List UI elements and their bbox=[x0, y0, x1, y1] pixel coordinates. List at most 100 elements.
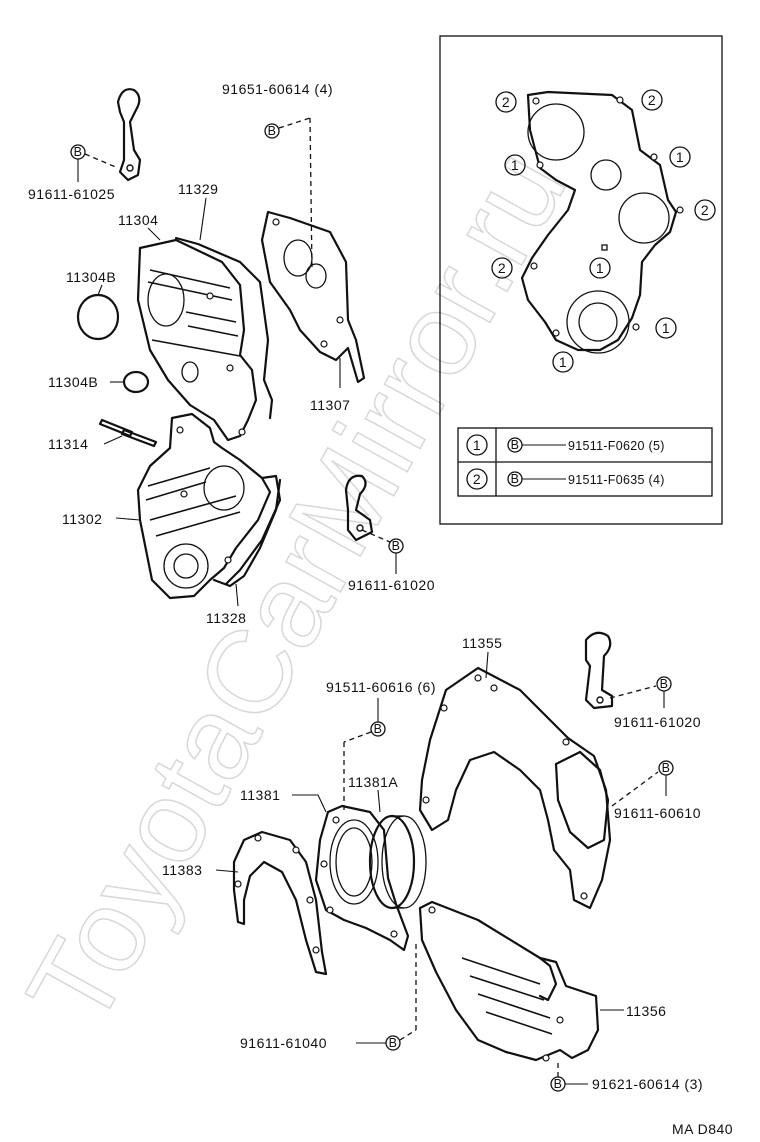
bolt-91651-60614: B bbox=[264, 117, 313, 271]
gasket-11383 bbox=[232, 830, 328, 976]
svg-text:2: 2 bbox=[701, 202, 709, 218]
label-11307: 11307 bbox=[310, 397, 350, 413]
bracket-hook-upper-hole bbox=[126, 164, 134, 172]
lower-timing-cover-11302 bbox=[136, 412, 282, 600]
svg-text:2: 2 bbox=[498, 260, 506, 276]
label-11304b-mid: 11304B bbox=[48, 374, 98, 390]
svg-text:1: 1 bbox=[559, 354, 567, 370]
oil-seal-11381a bbox=[368, 814, 427, 910]
svg-text:B: B bbox=[554, 1077, 563, 1091]
svg-text:91511-F0620 (5): 91511-F0620 (5) bbox=[568, 439, 665, 453]
label-11302: 11302 bbox=[62, 511, 102, 527]
svg-text:91511-F0635 (4): 91511-F0635 (4) bbox=[568, 473, 665, 487]
svg-text:B: B bbox=[662, 761, 671, 775]
bolt-91611-61020-right: B bbox=[609, 676, 672, 708]
bracket-hook-mid bbox=[344, 474, 374, 542]
label-11328: 11328 bbox=[206, 610, 246, 626]
inset-hole-4 bbox=[566, 290, 630, 354]
bolt-91621-60614: B bbox=[550, 1060, 588, 1092]
inset-hole-2 bbox=[590, 159, 622, 191]
lead-11328 bbox=[235, 583, 239, 607]
svg-text:1: 1 bbox=[511, 157, 519, 173]
legend-row-2: 2 B 91511-F0635 (4) bbox=[466, 468, 665, 490]
svg-text:1: 1 bbox=[473, 437, 481, 453]
label-11304b-upper: 11304B bbox=[66, 269, 116, 285]
diagram-code: MA D840 bbox=[672, 1121, 733, 1137]
bolt-91611-61040: B bbox=[356, 940, 417, 1051]
inset-cover-outline bbox=[520, 90, 678, 352]
upper-timing-cover bbox=[136, 236, 274, 442]
bracket-hook-upper bbox=[116, 88, 142, 182]
marker-one-b: 1 bbox=[669, 146, 691, 168]
svg-text:2: 2 bbox=[648, 92, 656, 108]
label-11356: 11356 bbox=[626, 1003, 666, 1019]
oil-seal-retainer-11381 bbox=[314, 804, 410, 952]
svg-text:1: 1 bbox=[596, 260, 604, 276]
label-11381: 11381 bbox=[240, 787, 280, 803]
label-91621-60614: 91621-60614 (3) bbox=[592, 1076, 703, 1092]
marker-two-c: 2 bbox=[694, 199, 716, 221]
svg-text:B: B bbox=[268, 124, 277, 138]
lead-11383 bbox=[215, 869, 239, 873]
label-11381a: 11381A bbox=[348, 774, 398, 790]
lead-11304 bbox=[147, 227, 161, 241]
legend-row-1: 1 B 91511-F0620 (5) bbox=[466, 434, 665, 456]
svg-text:2: 2 bbox=[473, 471, 481, 487]
upper-cover-hole bbox=[147, 273, 185, 327]
marker-one-e: 1 bbox=[552, 351, 574, 373]
lead-11314 bbox=[103, 435, 123, 445]
label-11314: 11314 bbox=[48, 436, 88, 452]
marker-two-b: 2 bbox=[641, 89, 663, 111]
inset-dot bbox=[601, 244, 608, 251]
marker-two-d: 2 bbox=[491, 257, 513, 279]
end-plate-11355 bbox=[418, 666, 612, 910]
timing-rear-plate-11307 bbox=[260, 210, 366, 384]
inset-hole-1 bbox=[527, 103, 585, 161]
label-91611-61040: 91611-61040 bbox=[240, 1035, 327, 1051]
plug-11304b-upper bbox=[76, 293, 120, 341]
bolt-91611-61020-mid: B bbox=[361, 529, 404, 574]
svg-text:B: B bbox=[374, 722, 383, 736]
marker-one-a: 1 bbox=[504, 154, 526, 176]
inset-legend: 1 B 91511-F0620 (5) 2 B 91511-F0635 (4) bbox=[457, 427, 713, 497]
svg-text:2: 2 bbox=[502, 94, 510, 110]
inset-panel: 2 2 1 1 2 2 1 1 1 1 B 91511-F0620 (5) 2 bbox=[439, 35, 723, 525]
label-91511-60616: 91511-60616 (6) bbox=[326, 679, 436, 695]
marker-one-c: 1 bbox=[589, 257, 611, 279]
inset-bolt-holes bbox=[530, 96, 684, 337]
svg-text:1: 1 bbox=[662, 320, 670, 336]
lead-11302 bbox=[115, 517, 141, 521]
label-91651-60614: 91651-60614 (4) bbox=[222, 81, 333, 97]
label-11383: 11383 bbox=[162, 862, 202, 878]
bolt-91611-61025: B bbox=[70, 144, 119, 182]
svg-text:B: B bbox=[392, 539, 401, 553]
label-91611-61020-right: 91611-61020 bbox=[614, 714, 701, 730]
svg-text:B: B bbox=[74, 145, 83, 159]
marker-one-d: 1 bbox=[655, 317, 677, 339]
label-91611-61025: 91611-61025 bbox=[28, 186, 115, 202]
lead-11381a bbox=[377, 789, 381, 813]
label-91611-61020-mid: 91611-61020 bbox=[348, 577, 435, 593]
bolt-91611-60610: B bbox=[611, 760, 674, 807]
svg-text:B: B bbox=[511, 472, 520, 486]
label-11355: 11355 bbox=[462, 635, 502, 651]
svg-text:1: 1 bbox=[676, 149, 684, 165]
svg-text:B: B bbox=[511, 438, 520, 452]
label-91611-60610: 91611-60610 bbox=[614, 805, 701, 821]
lead-11355 bbox=[485, 651, 489, 679]
label-11329: 11329 bbox=[178, 181, 218, 197]
lower-cover-11356 bbox=[418, 900, 600, 1062]
bolt-91511-60616: B bbox=[343, 698, 386, 810]
inset-hole-5 bbox=[578, 302, 618, 342]
bracket-hook-right bbox=[584, 631, 614, 710]
label-11304: 11304 bbox=[118, 212, 158, 228]
pins-11314 bbox=[98, 418, 158, 448]
plug-11304b-mid bbox=[122, 370, 150, 394]
lead-11304b-upper bbox=[97, 284, 103, 296]
marker-two-a: 2 bbox=[495, 91, 517, 113]
gasket-11328 bbox=[212, 478, 282, 588]
inset-hole-3 bbox=[618, 192, 670, 244]
svg-text:B: B bbox=[660, 677, 669, 691]
lead-11329 bbox=[199, 197, 207, 241]
